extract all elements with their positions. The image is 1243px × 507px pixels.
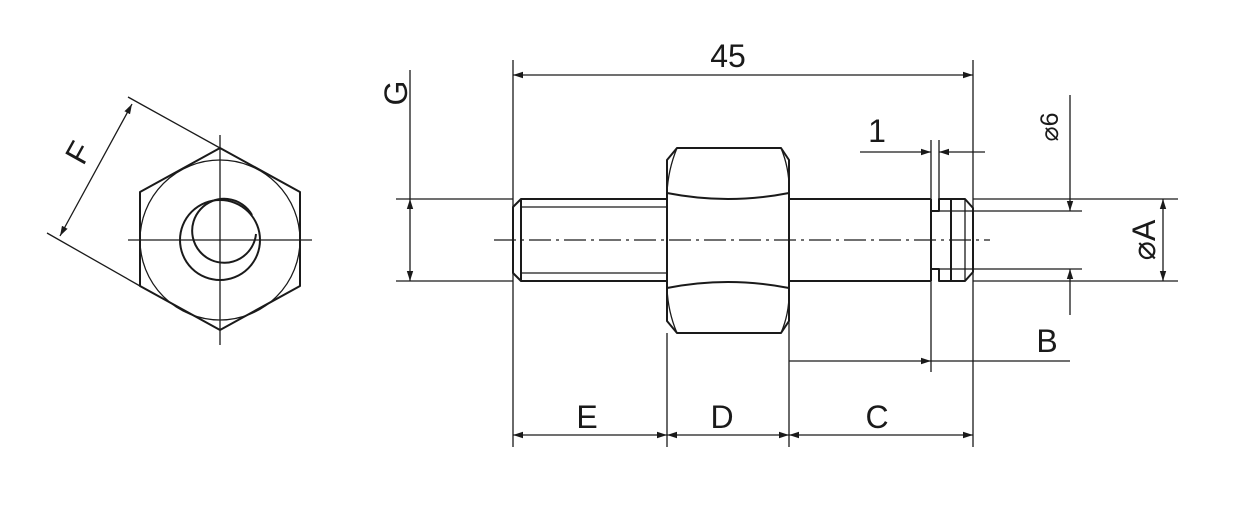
thread-arc — [191, 197, 257, 264]
g-label: G — [378, 81, 414, 106]
groove-bottom — [931, 268, 951, 282]
b-label: B — [1036, 323, 1057, 359]
dia6-label: ⌀6 — [1036, 113, 1064, 142]
end-view: F — [46, 96, 312, 345]
f-dimension-line — [59, 103, 133, 237]
e-label: E — [576, 399, 597, 435]
dim-45-label: 45 — [710, 38, 746, 74]
f-label: F — [58, 135, 99, 170]
hex-chamfer-top — [666, 147, 790, 194]
diaA-label: ⌀A — [1126, 219, 1162, 260]
side-view — [494, 147, 990, 334]
f-extension-top — [127, 96, 221, 149]
hex-chamfer-bottom — [666, 287, 790, 334]
c-label: C — [865, 399, 888, 435]
hex-flat-top — [666, 192, 790, 200]
dimensions: 45 G 1 ⌀6 ⌀A B E D — [378, 38, 1178, 447]
groove-width-label: 1 — [868, 113, 886, 149]
f-extension-bottom — [46, 232, 141, 287]
groove-top — [931, 198, 951, 212]
hex-flat-bottom — [666, 281, 790, 289]
d-label: D — [710, 399, 733, 435]
